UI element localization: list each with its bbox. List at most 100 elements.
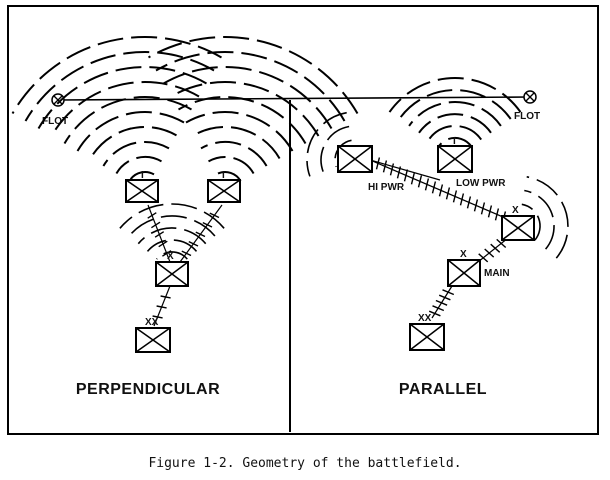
hatch-mark xyxy=(473,199,479,212)
emission-arc xyxy=(320,125,350,172)
unit-left-mid xyxy=(155,261,189,287)
emission-arc xyxy=(526,176,569,259)
unit-symbols xyxy=(125,145,535,353)
emission-arc xyxy=(408,100,502,127)
hatch-mark xyxy=(389,163,395,176)
hatch-mark xyxy=(490,243,501,253)
hatch-mark xyxy=(382,160,388,173)
emission-arc xyxy=(388,77,522,113)
emission-arc xyxy=(178,96,307,145)
emission-arc xyxy=(24,51,215,122)
link-hipwr-upper xyxy=(369,159,511,221)
emission-arc xyxy=(524,189,555,250)
flot-marker-right xyxy=(523,90,537,104)
emission-arc xyxy=(437,137,473,148)
hatch-mark xyxy=(431,181,437,194)
emission-arc xyxy=(137,227,207,245)
marker-left-top-b: I xyxy=(222,170,225,181)
emission-arc xyxy=(418,113,492,134)
emission-arc xyxy=(193,125,281,159)
hatch-mark xyxy=(156,305,167,309)
hatch-mark xyxy=(151,221,161,229)
hatch-mark xyxy=(162,250,172,257)
marker-left-mid: X xyxy=(167,251,174,262)
emission-arc xyxy=(115,156,162,175)
emission-arc xyxy=(185,111,294,152)
hatch-mark xyxy=(375,157,381,170)
label-main: MAIN xyxy=(484,268,510,279)
emission-arc xyxy=(398,89,512,120)
link-left-a-mid xyxy=(147,204,171,263)
emission-arc xyxy=(76,111,185,152)
panel-title-perpendicular: PERPENDICULAR xyxy=(76,381,220,398)
unit-right-upper xyxy=(501,215,535,241)
hatch-mark xyxy=(396,166,402,179)
hatch-mark xyxy=(417,175,423,188)
emission-arc xyxy=(170,81,320,137)
marker-right-bottom: XX xyxy=(418,313,432,324)
unit-right-bottom xyxy=(409,323,445,351)
hatch-mark xyxy=(209,212,220,219)
emission-arc xyxy=(521,203,541,241)
emission-arc xyxy=(156,251,188,260)
marker-right-main: X xyxy=(460,249,467,260)
emission-fan-upper xyxy=(521,176,569,259)
link-upper-main xyxy=(477,237,509,263)
hatch-mark xyxy=(428,310,441,317)
unit-left-top-a xyxy=(125,179,159,203)
unit-size-markers: I I X XX I X X XX xyxy=(141,136,519,328)
flot-line xyxy=(57,96,531,101)
hatch-mark xyxy=(403,169,409,182)
hatch-mark xyxy=(438,184,444,197)
hatch-mark xyxy=(147,212,157,219)
hatch-mark xyxy=(424,178,430,191)
link-hatching xyxy=(147,157,507,319)
hatch-mark xyxy=(410,172,416,185)
link-left-b-mid xyxy=(179,204,223,263)
hatch-mark xyxy=(181,250,192,257)
figure-caption: Figure 1-2. Geometry of the battlefield. xyxy=(148,456,462,471)
hatch-main-bottom xyxy=(428,289,455,317)
emission-fan-left-b xyxy=(148,36,359,182)
unit-left-bottom xyxy=(135,327,171,353)
emission-arc xyxy=(128,170,155,182)
emission-arcs xyxy=(11,36,569,260)
emission-arc xyxy=(50,81,200,137)
hatch-mark xyxy=(158,240,168,248)
hatch-mark xyxy=(160,295,171,299)
hatch-hipwr-upper xyxy=(375,157,507,224)
marker-left-top-a: I xyxy=(141,170,144,181)
unit-right-main xyxy=(447,259,481,287)
flot-label-right: FLOT xyxy=(514,111,540,122)
hatch-mark xyxy=(152,315,163,319)
hatch-mark xyxy=(466,196,472,209)
label-hi-pwr: HI PWR xyxy=(368,182,405,193)
panel-title-parallel: PARALLEL xyxy=(399,381,487,398)
comm-links xyxy=(147,159,511,327)
unit-right-low-pwr xyxy=(437,145,473,173)
hatch-mark xyxy=(435,299,448,306)
flot-marker-left xyxy=(51,93,65,107)
marker-right-low-pwr: I xyxy=(453,136,456,147)
link-main-bottom xyxy=(431,285,453,319)
figure-frame xyxy=(7,5,599,435)
emission-fan-left-a xyxy=(11,36,222,182)
hatch-mark xyxy=(478,253,489,263)
hatch-mark xyxy=(484,248,495,258)
hatch-mark xyxy=(188,240,199,247)
hatch-mark xyxy=(459,193,465,206)
hatch-mark xyxy=(154,231,165,238)
unit-left-top-b xyxy=(207,179,241,203)
emission-arc xyxy=(146,239,198,252)
emission-arc xyxy=(208,156,255,175)
hatch-mark xyxy=(480,202,486,215)
hatch-upper-main xyxy=(478,238,507,263)
hatch-mark xyxy=(494,208,500,221)
emission-arc xyxy=(89,125,177,159)
link-hipwr-lowpwr xyxy=(369,159,441,181)
hatch-mark xyxy=(452,190,458,203)
hatch-left-bottom xyxy=(152,295,171,319)
hatch-mark xyxy=(442,289,455,296)
hatch-left-b xyxy=(181,212,220,257)
